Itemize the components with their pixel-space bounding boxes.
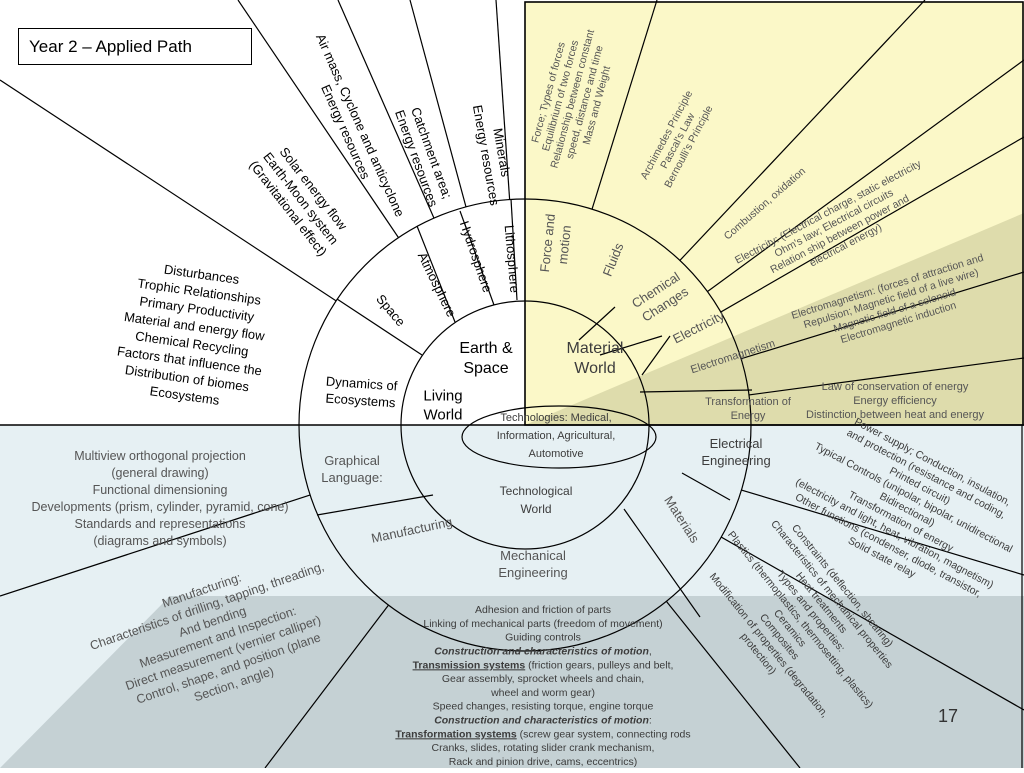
material-world-shade (525, 213, 1024, 425)
topic-graphical-language-line: (general drawing) (111, 466, 208, 480)
topic-graphical-language-line: (diagrams and symbols) (93, 534, 226, 548)
ring-transformation-energy-line: Energy (731, 410, 766, 422)
topic-mechanical-engineering-line: Construction and characteristics of moti… (434, 645, 652, 657)
ring-dividers (316, 198, 753, 618)
ring-transformation-energy-line: Transformation of (705, 396, 792, 408)
topic-mechanical-engineering-line: Linking of mechanical parts (freedom of … (423, 618, 662, 630)
topic-mechanical-engineering-line: Rack and pinion drive, cams, eccentrics) (449, 756, 638, 768)
technological-world-label-line: Technological (500, 484, 573, 498)
ring-force-motion-line: motion (555, 225, 574, 265)
topic-mechanical-engineering-line: wheel and worm gear) (490, 687, 595, 699)
ring-mechanical-engineering-line: Mechanical (500, 548, 566, 563)
ring-atmosphere: Atmosphere (415, 250, 459, 320)
topic-transformation-energy-line: Distinction between heat and energy (806, 409, 984, 421)
technologies-label-line: Technologies: Medical, (500, 412, 611, 424)
ring-space-line: Space (373, 291, 408, 329)
earth-space-label-line: Earth & (459, 340, 513, 357)
ring-electrical-engineering-line: Engineering (701, 453, 770, 468)
topic-mechanical-engineering-line: Guiding controls (505, 631, 581, 643)
topic-graphical-language-line: Standards and representations (75, 517, 246, 531)
ring-graphical-language-line: Graphical (324, 453, 380, 468)
ring-dynamics-ecosystems-line: Ecosystems (325, 390, 396, 410)
topic-transformation-energy-line: Law of conservation of energy (822, 381, 969, 393)
ring-dynamics-ecosystems-line: Dynamics of (325, 373, 398, 393)
technologies-ellipse (461, 405, 657, 469)
ring-transformation-energy: Transformation of Energy (705, 396, 792, 422)
ring-mechanical-engineering-line: Engineering (498, 565, 567, 580)
ring-hydrosphere: Hydrosphere (457, 219, 495, 294)
ring-space: Space (373, 291, 408, 329)
topic-graphical-language: Multiview orthogonal projection (general … (31, 449, 288, 548)
material-world-label-line: World (574, 360, 616, 377)
technologies-label-line: Automotive (528, 448, 583, 460)
earth-space-label-line: Space (463, 360, 508, 377)
topic-graphical-language-line: Functional dimensioning (93, 483, 228, 497)
topic-mechanical-engineering-line: Speed changes, resisting torque, engine … (433, 700, 654, 712)
page-number: 17 (938, 706, 959, 726)
material-world-label-line: Material (567, 340, 624, 357)
technologies-label: Technologies: Medical, Information, Agric… (497, 412, 616, 460)
ring-graphical-language-line: Language: (321, 470, 382, 485)
topic-mechanical-engineering-line: Transmission systems (friction gears, pu… (413, 659, 674, 671)
topic-graphical-language-line: Developments (prism, cylinder, pyramid, … (31, 500, 288, 514)
topic-mechanical-engineering-line: Adhesion and friction of parts (475, 604, 611, 616)
ring-electrical-engineering-line: Electrical (710, 436, 763, 451)
technologies-label-line: Information, Agricultural, (497, 430, 616, 442)
page-title: Year 2 – Applied Path (18, 28, 252, 65)
ring-hydrosphere-line: Hydrosphere (457, 219, 495, 294)
earth-space-label: Earth & Space (459, 340, 513, 377)
living-world-label-line: Living (423, 387, 462, 404)
technological-world-shade (0, 596, 1024, 768)
technological-world-label-line: World (520, 502, 551, 516)
ring-atmosphere-line: Atmosphere (415, 250, 459, 320)
topic-graphical-language-line: Multiview orthogonal projection (74, 449, 246, 463)
topic-transformation-energy-line: Energy efficiency (853, 395, 937, 407)
ring-force-motion-line: Force and (537, 213, 558, 273)
ring-lithosphere: Lithosphere (502, 224, 523, 293)
ring-lithosphere-line: Lithosphere (502, 224, 523, 293)
topic-mechanical-engineering-line: Gear assembly, sprocket wheels and chain… (442, 673, 644, 685)
outer-ring-circle (298, 198, 752, 652)
topic-mechanical-engineering-line: Transformation systems (screw gear syste… (395, 728, 690, 740)
topic-hydrosphere: Catchment area;Energy resources (392, 105, 455, 209)
topic-mechanical-engineering-line: Cranks, slides, rotating slider crank me… (432, 742, 655, 754)
living-world-label-line: World (424, 406, 463, 423)
topic-mechanical-engineering-line: Construction and characteristics of moti… (434, 714, 652, 726)
